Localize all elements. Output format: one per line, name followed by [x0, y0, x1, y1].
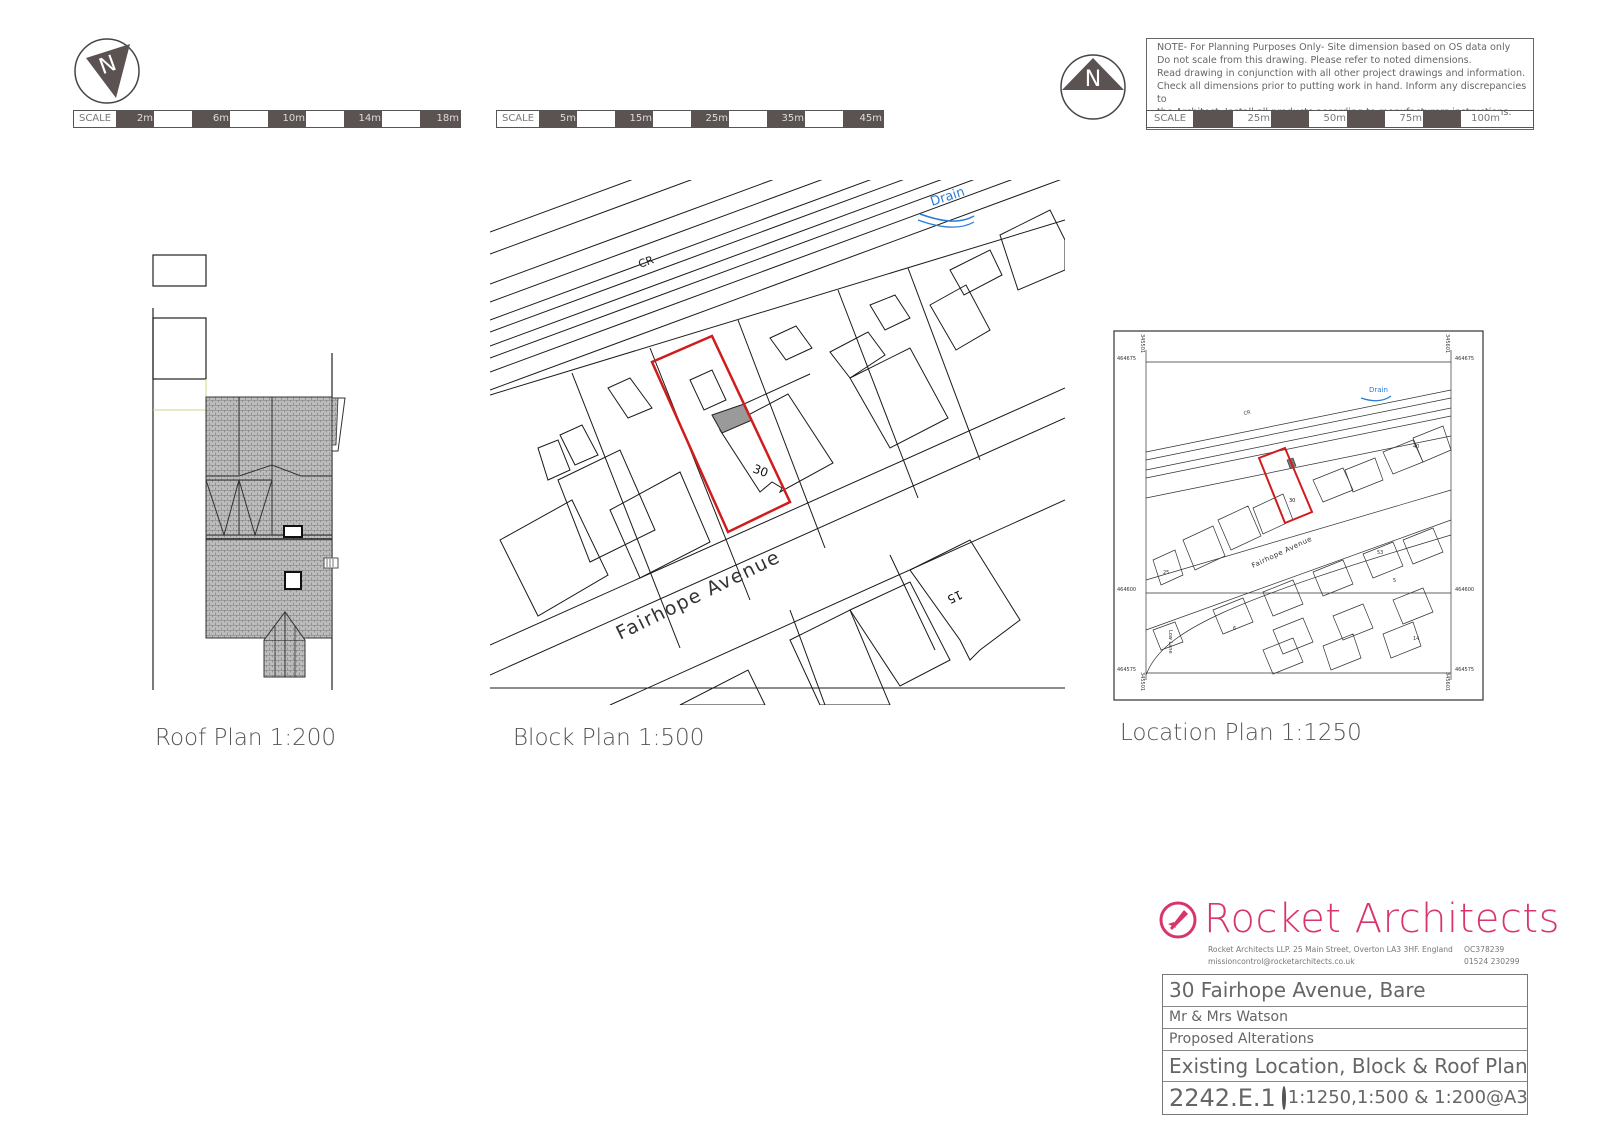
- grid-north-label: 464575: [1117, 667, 1136, 673]
- block-plan-drawing: Drain CR 30 Fairhope Avenue 15: [490, 180, 1065, 705]
- grid-east-label: 345501: [1139, 334, 1145, 353]
- location-number: 5: [1393, 578, 1396, 584]
- scale-gap: [1193, 111, 1233, 127]
- brand-company-number: OC378239: [1464, 945, 1505, 954]
- grid-north-label: 464675: [1455, 356, 1474, 362]
- location-drain-label: Drain: [1369, 386, 1388, 394]
- scale-tick: 5m: [539, 111, 577, 127]
- location-north-letter: N: [1085, 67, 1101, 92]
- note-line: NOTE- For Planning Purposes Only- Site d…: [1157, 42, 1511, 53]
- project-title: 30 Fairhope Avenue, Bare: [1163, 975, 1527, 1007]
- grid-north-label: 464600: [1455, 587, 1474, 593]
- revision-circle-icon: [1281, 1086, 1286, 1110]
- scale-tick: 100m: [1461, 111, 1501, 127]
- scale-tick: 75m: [1385, 111, 1423, 127]
- brand-phone: 01524 230299: [1464, 957, 1520, 966]
- location-rail-label: CR: [1243, 410, 1252, 417]
- scale-gap: [1271, 111, 1309, 127]
- site-boundary: [650, 334, 792, 534]
- grid-north-label: 464675: [1117, 356, 1136, 362]
- brand-name: Rocket Architects: [1204, 896, 1560, 942]
- drawing-number: 2242.E.1: [1169, 1084, 1276, 1112]
- drawing-status: Proposed Alterations: [1163, 1029, 1527, 1051]
- scale-head: SCALE: [74, 111, 116, 127]
- scale-tick: 15m: [615, 111, 653, 127]
- location-number: 14: [1413, 636, 1419, 642]
- scale-head: SCALE: [1147, 111, 1193, 127]
- scale-gap: [729, 111, 767, 127]
- scale-tick: 25m: [691, 111, 729, 127]
- location-number: 6: [1233, 626, 1236, 632]
- scale-gap: [382, 111, 420, 127]
- location-plan-caption: Location Plan 1:1250: [1120, 720, 1362, 746]
- scale-tick: 18m: [420, 111, 460, 127]
- block-street-label: Fairhope Avenue: [613, 546, 785, 645]
- grid-east-label: 345601: [1444, 672, 1450, 691]
- scale-tick: 45m: [843, 111, 883, 127]
- scale-gap: [154, 111, 192, 127]
- brand-email: missioncontrol@rocketarchitects.co.uk: [1208, 957, 1355, 966]
- grid-north-label: 464600: [1117, 587, 1136, 593]
- drawing-scales: 1:1250,1:500 & 1:200@A3: [1287, 1087, 1527, 1108]
- block-plan-caption: Block Plan 1:500: [513, 725, 705, 751]
- location-scale-bar: SCALE 25m 50m 75m 100m: [1146, 110, 1534, 128]
- note-line: Do not scale from this drawing. Please r…: [1157, 55, 1472, 66]
- scale-gap: [653, 111, 691, 127]
- note-line: Read drawing in conjunction with all oth…: [1157, 68, 1526, 79]
- block-house-number: 30: [751, 462, 770, 480]
- location-number: 25: [1163, 570, 1169, 576]
- roof-plan-caption: Roof Plan 1:200: [155, 725, 337, 751]
- scale-head: SCALE: [497, 111, 539, 127]
- roof-scale-bar: SCALE 2m 6m 10m 14m 18m: [73, 110, 461, 128]
- roof-north-arrow: N: [74, 38, 140, 104]
- scale-tick: 35m: [767, 111, 805, 127]
- scale-gap: [230, 111, 268, 127]
- drawing-title: Existing Location, Block & Roof Plans: [1163, 1051, 1527, 1082]
- location-lane-label: Low Lane: [1167, 630, 1173, 654]
- scale-gap: [306, 111, 344, 127]
- scale-gap: [1423, 111, 1461, 127]
- note-line: Check all dimensions prior to putting wo…: [1157, 81, 1527, 105]
- scale-tick: 2m: [116, 111, 154, 127]
- grid-north-label: 464575: [1455, 667, 1474, 673]
- location-north-arrow: N: [1060, 54, 1126, 120]
- location-number: 40: [1413, 444, 1419, 450]
- block-scale-bar: SCALE 5m 15m 25m 35m 45m: [496, 110, 884, 128]
- scale-tick: 25m: [1233, 111, 1271, 127]
- block-opposite-number: 15: [945, 587, 965, 606]
- client-name: Mr & Mrs Watson: [1163, 1007, 1527, 1029]
- roof-plan-drawing: [152, 254, 346, 690]
- location-number: 53: [1377, 550, 1383, 556]
- location-house-number: 30: [1289, 498, 1295, 504]
- scale-tick: 10m: [268, 111, 306, 127]
- grid-east-label: 345601: [1444, 334, 1450, 353]
- grid-east-label: 345501: [1139, 672, 1145, 691]
- scale-gap: [805, 111, 843, 127]
- rocket-logo-icon: [1159, 901, 1197, 939]
- title-block: 30 Fairhope Avenue, Bare Mr & Mrs Watson…: [1162, 974, 1528, 1115]
- scale-gap: [1347, 111, 1385, 127]
- scale-tick: 50m: [1309, 111, 1347, 127]
- brand-address: Rocket Architects LLP. 25 Main Street, O…: [1208, 945, 1453, 954]
- drawing-number-row: 2242.E.1 1:1250,1:500 & 1:200@A3: [1163, 1082, 1527, 1114]
- scale-tick: 14m: [344, 111, 382, 127]
- block-drain-label: Drain: [929, 185, 967, 210]
- scale-gap: [577, 111, 615, 127]
- block-rail-label: CR: [637, 253, 656, 271]
- location-plan-drawing: Drain CR 30 Fairhope Avenue Low Lane 40 …: [1113, 330, 1484, 701]
- scale-tick: 6m: [192, 111, 230, 127]
